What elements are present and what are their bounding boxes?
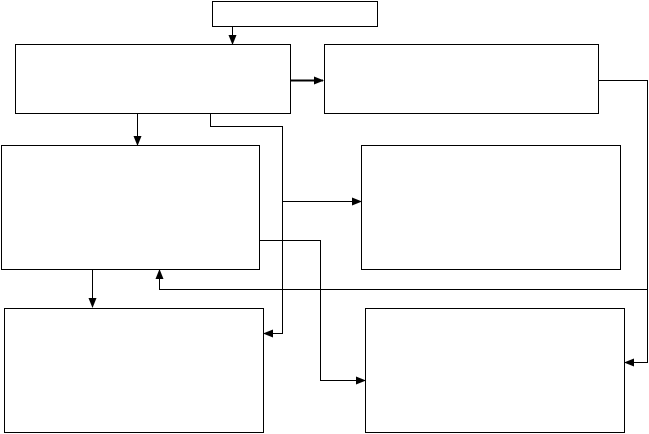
bottom-right-box (365, 308, 625, 433)
upper-right-box (324, 44, 599, 114)
middle-right-box (361, 145, 621, 270)
bottom-left-box (4, 308, 264, 433)
connector-middle-left-to-bottom-right (259, 240, 366, 385)
middle-left-box (1, 145, 260, 270)
top-box (212, 1, 378, 27)
feedback-line-to-middle-left (155, 269, 648, 290)
connector-upper-left-to-bottom-left (210, 113, 283, 338)
upper-left-box (15, 44, 291, 114)
connector-upper-right-to-bottom-right (598, 80, 648, 367)
